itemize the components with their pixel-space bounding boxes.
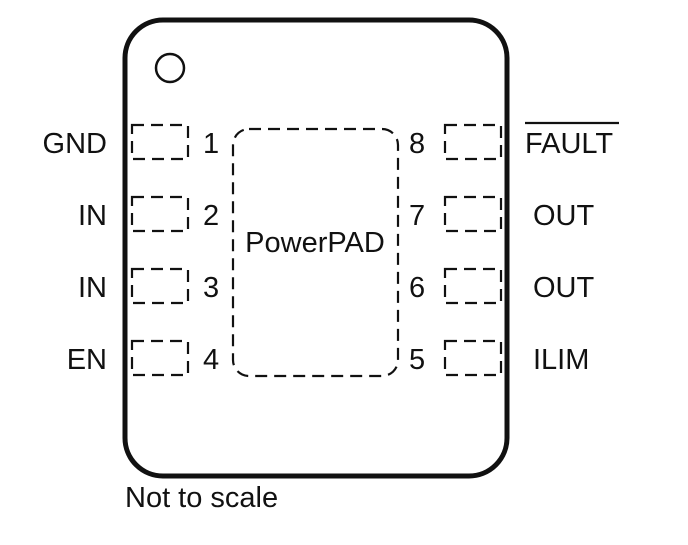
left-pin-3: 3 IN [78, 267, 219, 305]
right-pin-8: 8 FAULT [409, 121, 619, 161]
package-outline [122, 17, 510, 479]
pin1-indicator-icon [154, 52, 186, 84]
right-pin-7: 7 OUT [409, 195, 595, 233]
pin-pad [443, 123, 503, 161]
pin-number: 1 [203, 128, 219, 160]
pin-name: GND [43, 128, 107, 160]
pin-number: 3 [203, 272, 219, 304]
pin-number: 4 [203, 344, 219, 376]
pin-pad [130, 267, 190, 305]
pin-name: EN [67, 344, 107, 376]
pin-name: FAULT [525, 128, 613, 160]
powerpad-label: PowerPAD [245, 227, 385, 259]
pin-number: 6 [409, 272, 425, 304]
right-pin-5: 5 ILIM [409, 339, 589, 377]
pin-number: 2 [203, 200, 219, 232]
left-pin-2: 2 IN [78, 195, 219, 233]
pin-pad [130, 195, 190, 233]
not-to-scale-note: Not to scale [125, 482, 278, 514]
pin-name: OUT [533, 272, 595, 304]
pin-pad [443, 267, 503, 305]
pin-name: IN [78, 272, 107, 304]
pin-number: 5 [409, 344, 425, 376]
pin-name: ILIM [533, 344, 589, 376]
pin-name: OUT [533, 200, 595, 232]
pin-pad [130, 339, 190, 377]
powerpad-outline [231, 127, 400, 378]
pin-name: IN [78, 200, 107, 232]
pin-pad [443, 195, 503, 233]
left-pin-1: 1 GND [43, 123, 219, 161]
pin-number: 7 [409, 200, 425, 232]
pin-number: 8 [409, 128, 425, 160]
left-pin-4: 4 EN [67, 339, 219, 377]
pin-pad [130, 123, 190, 161]
right-pin-6: 6 OUT [409, 267, 595, 305]
pin-pad [443, 339, 503, 377]
